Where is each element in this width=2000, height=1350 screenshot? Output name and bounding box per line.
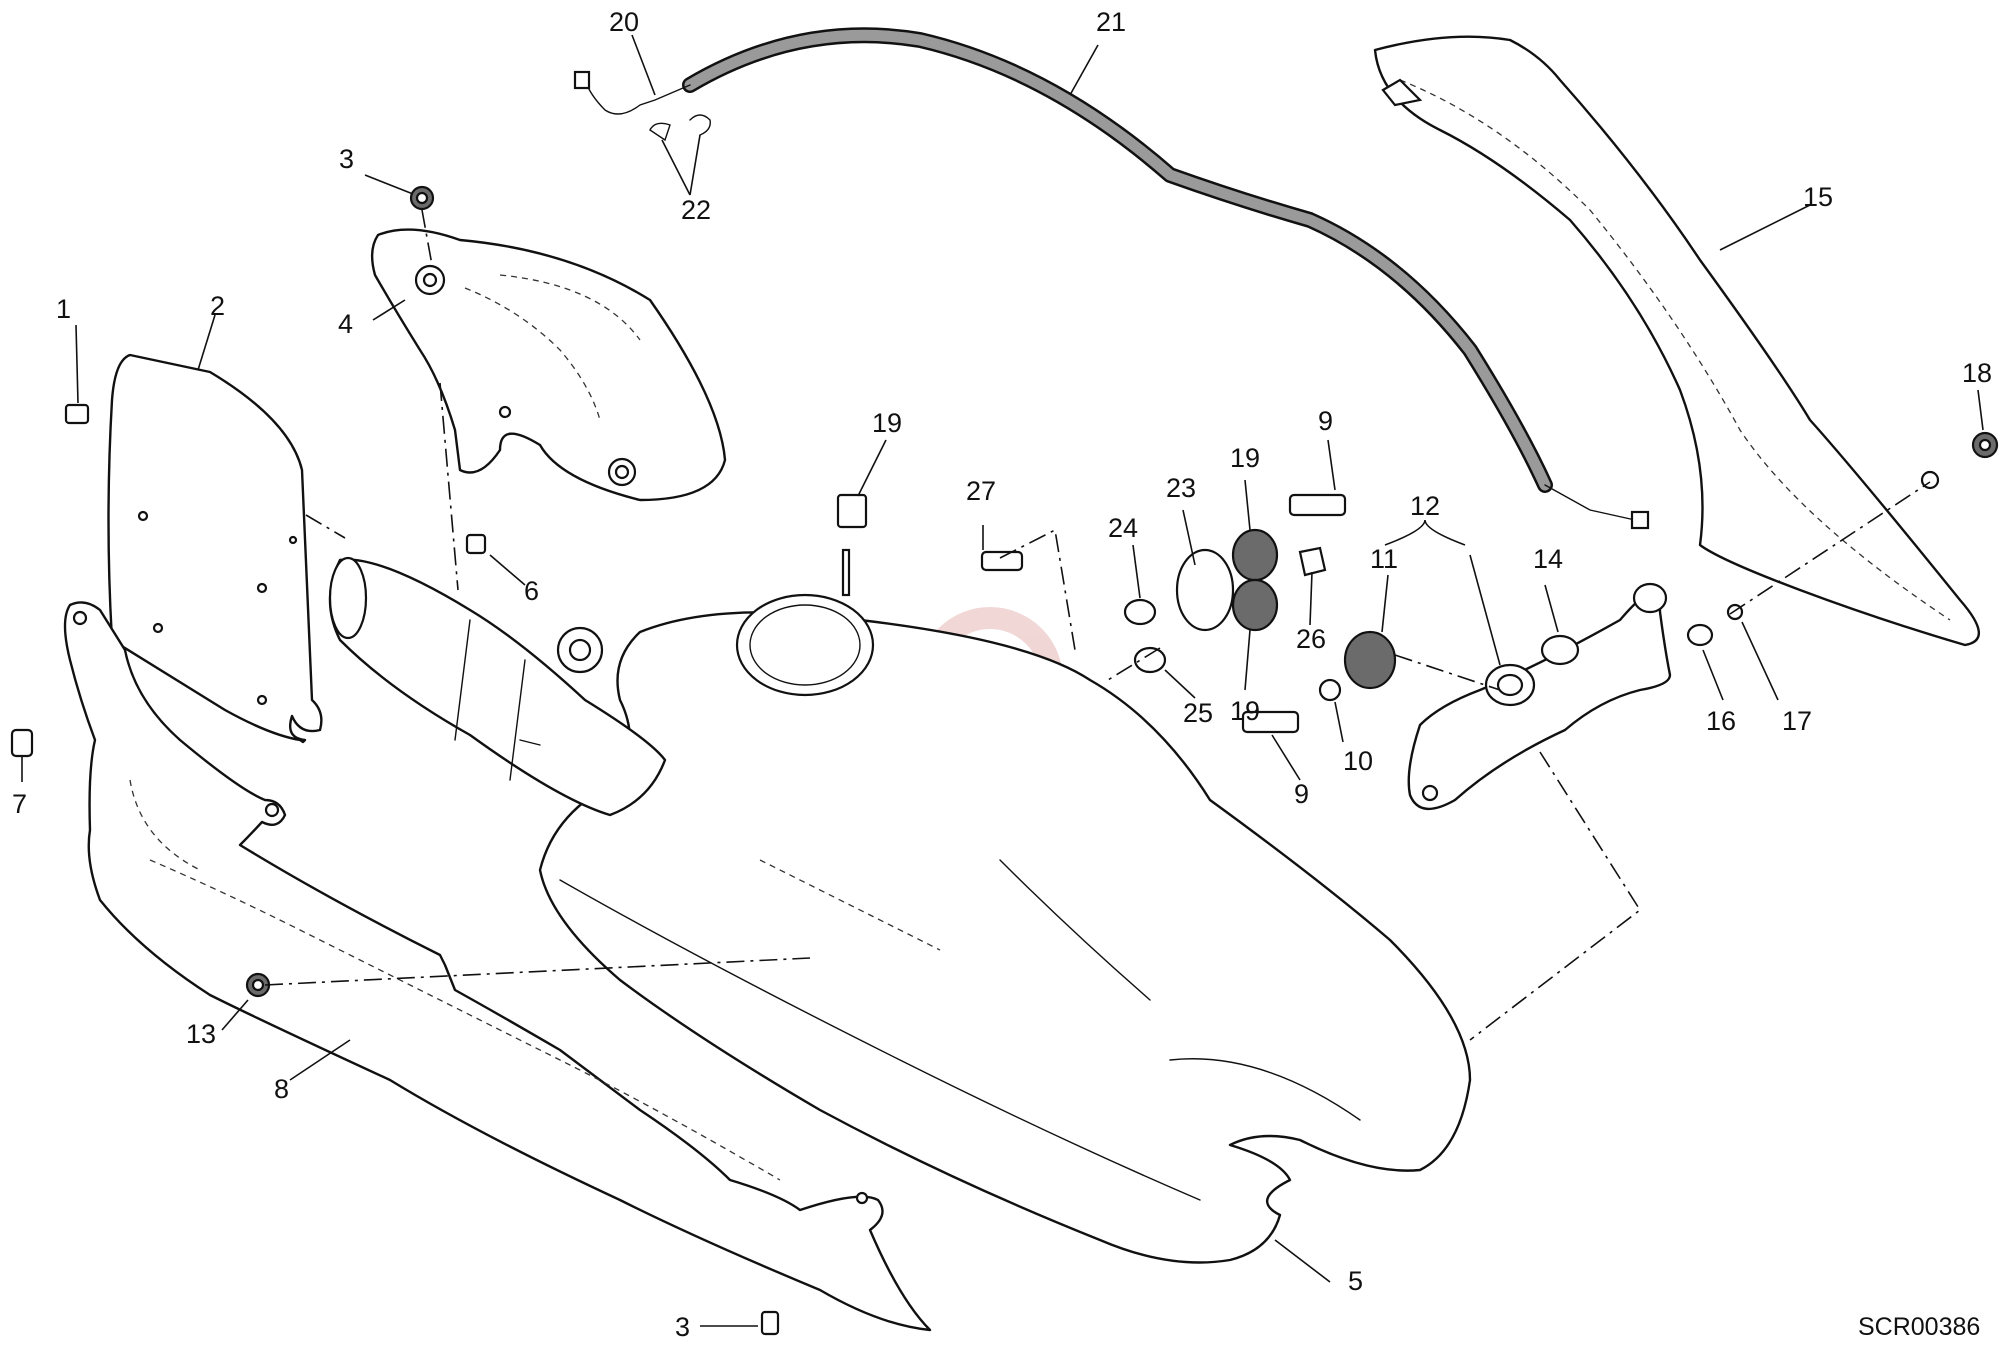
callout-10: 10 [1343,746,1373,776]
callout-16: 16 [1706,706,1736,736]
callout-12: 12 [1410,491,1440,521]
callout-20: 20 [609,7,639,37]
grommet-11-icon [1343,630,1397,690]
callout-7: 7 [12,789,27,819]
bolt-1-icon [64,403,90,425]
mid-pipe-collector [328,556,667,817]
bolt-9-upper-icon [1288,493,1347,517]
washer-24-icon [1123,598,1157,626]
washer-16-icon [1686,623,1714,647]
callout-3-top: 3 [339,144,354,174]
spacer-14-icon [1540,634,1580,666]
bolt-3-bottom-icon [760,1310,780,1336]
callout-11: 11 [1370,544,1398,574]
part-4-upper-heat-shield [370,228,727,502]
gear-19-upper-icon [1231,528,1279,582]
leader-lines [21,34,1984,1327]
callout-4: 4 [338,309,353,339]
clips-22 [649,114,711,142]
nut-26-icon [1298,546,1327,577]
callout-8: 8 [274,1074,289,1104]
callout-3-bottom: 3 [675,1312,690,1342]
part-12-bracket [1407,582,1672,810]
gear-19-lower-icon [1231,578,1279,632]
callout-22: 22 [681,195,711,225]
callout-26: 26 [1296,624,1326,654]
cable-21 [573,27,1650,530]
drawing-code: SCR00386 [1858,1313,1980,1341]
callout-9-bottom: 9 [1294,779,1309,809]
callout-2: 2 [210,291,225,321]
callout-labels: 1 2 3 4 6 7 8 13 3 5 19 27 24 23 19 19 2… [12,7,1992,1342]
callout-6: 6 [524,576,539,606]
washer-10-icon [1318,678,1342,702]
bolt-9-lower-icon [1241,710,1300,734]
callout-17: 17 [1782,706,1812,736]
plug-7-icon [10,728,34,758]
callout-27: 27 [966,476,996,506]
part-8-lower-heat-shield [63,601,932,1332]
assembly-lines [264,209,1931,1041]
callout-13: 13 [186,1019,216,1049]
callout-19-low: 19 [1230,696,1260,726]
callout-19-mid: 19 [1230,443,1260,473]
callout-14: 14 [1533,544,1563,574]
callout-5: 5 [1348,1266,1363,1296]
callout-24: 24 [1108,513,1138,543]
part-15-silencer-cover [1373,35,1981,647]
washer-25-icon [1133,646,1167,674]
callout-21: 21 [1096,7,1126,37]
callout-15: 15 [1803,182,1833,212]
callout-9-top: 9 [1318,406,1333,436]
callout-25: 25 [1183,698,1213,728]
callout-18: 18 [1962,358,1992,388]
bolt-27-icon [980,550,1024,572]
clamp-23-icon [1175,548,1235,632]
callout-23: 23 [1166,473,1196,503]
callout-19-top: 19 [872,408,902,438]
gasket-19-top-icon [836,493,868,529]
callout-1: 1 [56,294,71,324]
part-5-silencer [538,611,1472,1264]
bolt-6-icon [465,533,487,555]
part-2-heat-shield-plate [107,353,323,744]
silencer-inlet-ring [735,548,875,697]
